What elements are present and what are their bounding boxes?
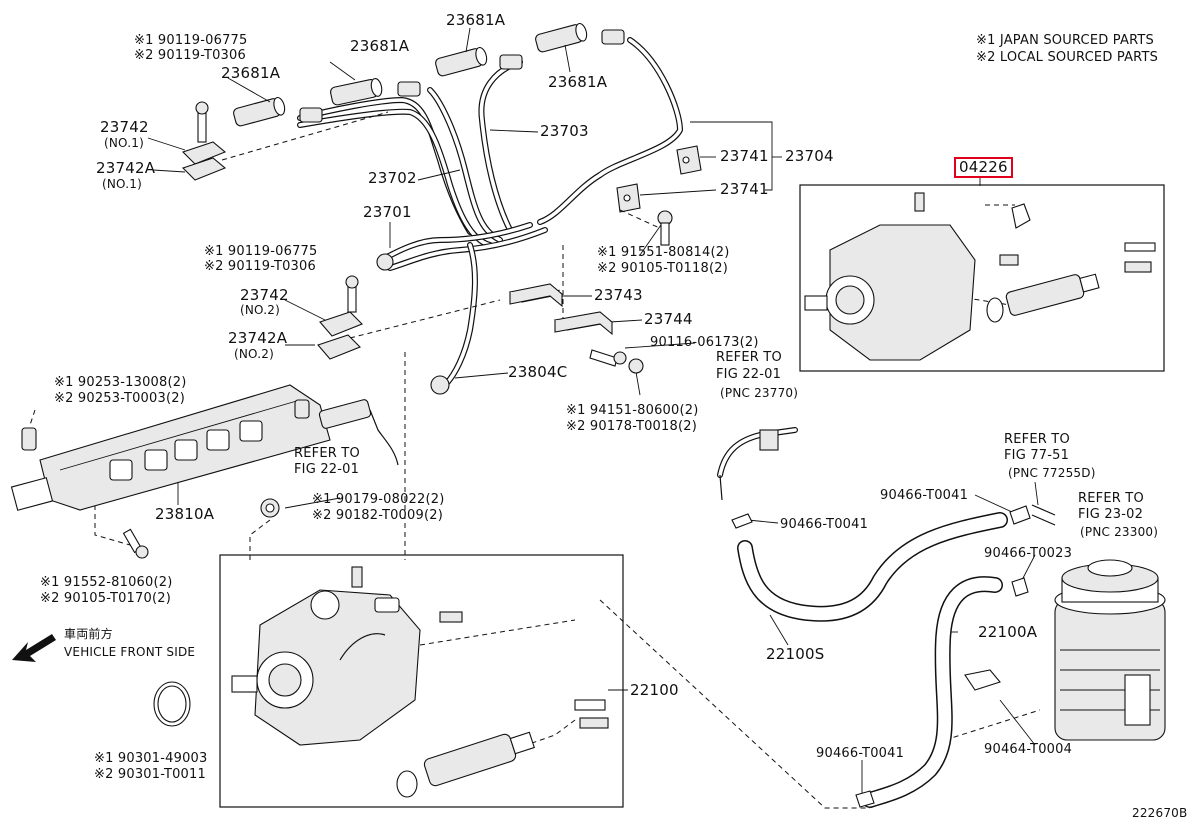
callout-22100s[interactable]: 22100S	[766, 645, 825, 663]
oring-part-1: ※1 90301-49003	[94, 751, 208, 766]
callout-22100a[interactable]: 22100A	[978, 623, 1038, 641]
injection-pipes	[297, 37, 683, 395]
bolt-mid-part-1: ※1 90119-06775	[204, 244, 318, 259]
ref1-line2: FIG 22-01	[716, 367, 782, 382]
ref-fig-23-02-line2: FIG 23-02	[1078, 507, 1144, 522]
callout-23742a-no1[interactable]: 23742A	[96, 159, 156, 177]
ref-fig-77-51-line1: REFER TO	[1004, 432, 1070, 447]
ref-fig-23-02-line1: REFER TO	[1078, 491, 1144, 506]
clip-part-a: 90466-T0041	[880, 488, 969, 503]
clamps-23741	[616, 145, 702, 213]
callout-23681a-2[interactable]: 23681A	[350, 37, 410, 55]
direction-jp: 車両前方	[64, 627, 113, 641]
callout-23703[interactable]: 23703	[540, 122, 589, 140]
callout-23804c[interactable]: 23804C	[508, 363, 568, 381]
callout-23742a-no2[interactable]: 23742A	[228, 329, 288, 347]
callout-23742-no1[interactable]: 23742	[100, 118, 149, 136]
nut-mid-part-2: ※2 90178-T0018(2)	[566, 419, 697, 434]
ref-fig-77-51-line3: (PNC 77255D)	[1008, 466, 1096, 480]
bracket-23742-no1	[181, 101, 227, 181]
washer-part-1: ※1 90179-08022(2)	[312, 492, 445, 507]
sleeves-23681a	[233, 22, 625, 127]
spacer-blocks	[508, 283, 614, 336]
common-rail-23810a	[10, 384, 399, 559]
callout-04226-highlighted[interactable]: 04226	[954, 157, 1013, 178]
stud-part: 90116-06173(2)	[650, 335, 759, 350]
callout-23701[interactable]: 23701	[363, 203, 412, 221]
bolt-top-part-1: ※1 90119-06775	[134, 33, 248, 48]
bolt-mid-part-2: ※2 90119-T0306	[204, 259, 316, 274]
oring-part-2: ※2 90301-T0011	[94, 767, 206, 782]
vehicle-front-arrow-icon	[12, 634, 56, 662]
direction-en: VEHICLE FRONT SIDE	[64, 645, 196, 659]
ref-fig-22-01-line2: FIG 22-01	[294, 462, 360, 477]
callout-23742-no1-sub: (NO.1)	[104, 136, 144, 150]
callout-23681a-4[interactable]: 23681A	[548, 73, 608, 91]
bolt-top-part-2: ※2 90119-T0306	[134, 48, 246, 63]
railbolt-part-2: ※2 90105-T0170(2)	[40, 591, 171, 606]
callout-23810a[interactable]: 23810A	[155, 505, 215, 523]
nut-top-part-1: ※1 91551-80814(2)	[597, 245, 730, 260]
legend-local: ※2 LOCAL SOURCED PARTS	[976, 50, 1159, 65]
fuel-hoses	[717, 427, 1056, 808]
supply-pump-04226	[804, 192, 1156, 361]
supply-pump-22100	[231, 566, 609, 798]
inset-box-04226	[799, 184, 1165, 372]
nut-mid-part-1: ※1 94151-80600(2)	[566, 403, 699, 418]
rail-part-2: ※2 90253-T0003(2)	[54, 391, 185, 406]
inset-box-22100	[219, 554, 624, 808]
callout-23742a-no2-sub: (NO.2)	[234, 347, 274, 361]
callout-23681a-1[interactable]: 23681A	[221, 64, 281, 82]
callout-23741-1[interactable]: 23741	[720, 147, 769, 165]
clip-part-c: 90466-T0023	[984, 546, 1073, 561]
callout-23742a-no1-sub: (NO.1)	[102, 177, 142, 191]
callout-23742-no2-sub: (NO.2)	[240, 303, 280, 317]
ref1-line3: (PNC 23770)	[720, 386, 799, 400]
fasteners-middle	[589, 210, 673, 374]
callout-23741-2[interactable]: 23741	[720, 180, 769, 198]
clip-part-d: 90466-T0041	[816, 746, 905, 761]
legend-japan: ※1 JAPAN SOURCED PARTS	[976, 33, 1154, 48]
railbolt-part-1: ※1 91552-81060(2)	[40, 575, 173, 590]
clip-part-b: 90466-T0041	[780, 517, 869, 532]
callout-23742-no2[interactable]: 23742	[240, 286, 289, 304]
callout-23681a-3[interactable]: 23681A	[446, 11, 506, 29]
callout-23704[interactable]: 23704	[785, 147, 834, 165]
callout-23743[interactable]: 23743	[594, 286, 643, 304]
rail-part-1: ※1 90253-13008(2)	[54, 375, 187, 390]
bracket-23742-no2	[317, 275, 363, 360]
callout-23744[interactable]: 23744	[644, 310, 693, 328]
diagram-id: 222670B	[1132, 806, 1188, 820]
callout-22100[interactable]: 22100	[630, 681, 679, 699]
callout-23702[interactable]: 23702	[368, 169, 417, 187]
fuel-filter	[1054, 559, 1166, 741]
ref-fig-23-02-line3: (PNC 23300)	[1080, 525, 1159, 539]
ref-fig-77-51-line2: FIG 77-51	[1004, 448, 1070, 463]
ref-fig-22-01-line1: REFER TO	[294, 446, 360, 461]
washer-part-2: ※2 90182-T0009(2)	[312, 508, 443, 523]
ref1-line1: REFER TO	[716, 350, 782, 365]
nut-top-part-2: ※2 90105-T0118(2)	[597, 261, 728, 276]
clip-part-e: 90464-T0004	[984, 742, 1073, 757]
